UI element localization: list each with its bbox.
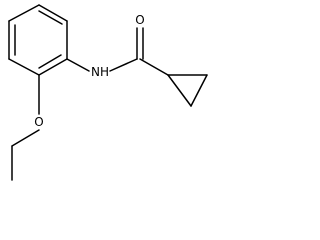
cyclopropyl-bond-2 xyxy=(190,74,208,107)
ring-bond-6 xyxy=(8,4,40,22)
cyclopropyl-ring xyxy=(167,74,208,107)
ring-double-bond-inner-2 xyxy=(38,54,62,69)
ring-bond-1 xyxy=(38,4,68,22)
molecule-diagram: O NH O xyxy=(8,4,208,181)
nitrogen-to-carbonyl-bond xyxy=(109,58,138,72)
amide-nitrogen-label: NH xyxy=(91,65,109,79)
ether-oxygen-label: O xyxy=(34,115,43,129)
benzene-ring xyxy=(8,4,68,76)
carbonyl-to-cyclopropyl-bond xyxy=(139,58,169,76)
ring-to-nitrogen-bond xyxy=(66,58,90,72)
cyclopropyl-bond-1 xyxy=(167,74,192,107)
ether-oxygen-to-ethyl-bond xyxy=(11,129,40,147)
ring-double-bond-inner-1 xyxy=(38,10,63,25)
carbonyl-oxygen-label: O xyxy=(135,13,144,27)
ring-bond-4 xyxy=(8,58,40,76)
ring-bond-3 xyxy=(38,58,68,76)
